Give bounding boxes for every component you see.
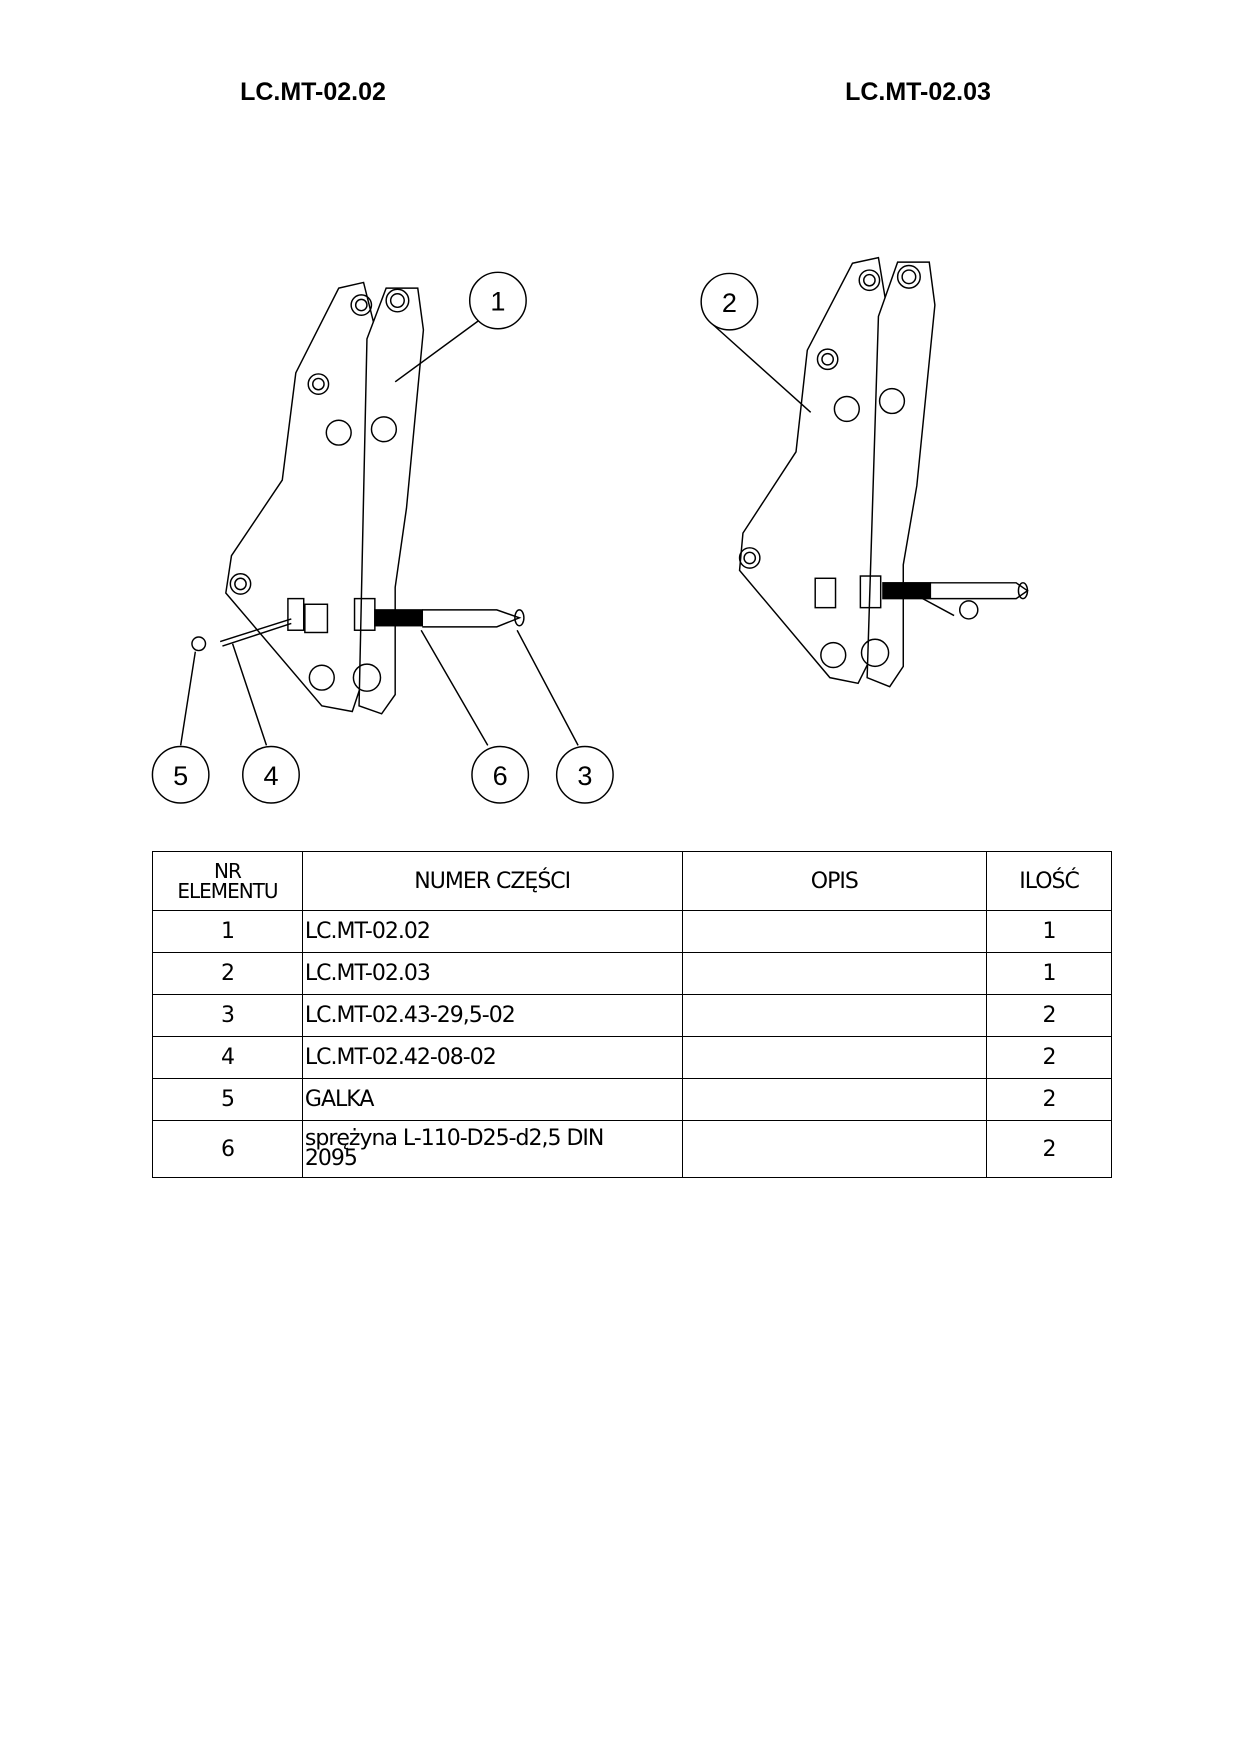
cell-desc (681, 952, 988, 995)
balloon-5: 5 (151, 745, 210, 804)
balloon-2: 2 (700, 272, 759, 331)
balloon-4: 4 (242, 745, 300, 804)
cell-desc (681, 1036, 988, 1079)
cell-part: LC.MT-02.43-29,5-02 (301, 994, 683, 1037)
cell-nr: 6 (152, 1120, 303, 1178)
header-qty: ILOŚĆ (986, 851, 1112, 911)
cell-qty: 2 (986, 1120, 1112, 1178)
cell-desc (681, 994, 988, 1037)
cell-qty: 1 (986, 910, 1112, 953)
cell-part: sprężyna L-110-D25-d2,5 DIN 2095 (301, 1120, 683, 1178)
cell-desc (681, 910, 988, 953)
header-part: NUMER CZĘŚCI (301, 851, 683, 911)
balloon-1: 1 (468, 271, 527, 330)
svg-text:1: 1 (490, 286, 505, 317)
svg-text:2: 2 (722, 287, 737, 318)
cell-qty: 2 (986, 1078, 1112, 1121)
cell-nr: 3 (152, 994, 303, 1037)
cell-part: GALKA (301, 1078, 683, 1121)
cell-nr: 4 (152, 1036, 303, 1079)
svg-text:5: 5 (173, 760, 188, 791)
cell-qty: 1 (986, 952, 1112, 995)
header-desc: OPIS (681, 851, 988, 911)
cell-part: LC.MT-02.02 (301, 910, 683, 953)
cell-nr: 5 (152, 1078, 303, 1121)
cell-nr: 1 (152, 910, 303, 953)
assembly-right (738, 256, 1029, 688)
title-right: LC.MT-02.03 (845, 78, 991, 106)
svg-text:3: 3 (577, 760, 592, 791)
balloon-3: 3 (555, 745, 614, 804)
svg-text:4: 4 (263, 760, 278, 791)
cell-qty: 2 (986, 994, 1112, 1037)
cell-desc (681, 1078, 988, 1121)
cell-qty: 2 (986, 1036, 1112, 1079)
cell-part: LC.MT-02.42-08-02 (301, 1036, 683, 1079)
title-left: LC.MT-02.02 (240, 78, 386, 106)
assembly-left (191, 281, 525, 715)
cell-desc (681, 1120, 988, 1178)
svg-text:6: 6 (493, 760, 508, 791)
balloon-6: 6 (471, 745, 530, 804)
cell-part: LC.MT-02.03 (301, 952, 683, 995)
cell-nr: 2 (152, 952, 303, 995)
